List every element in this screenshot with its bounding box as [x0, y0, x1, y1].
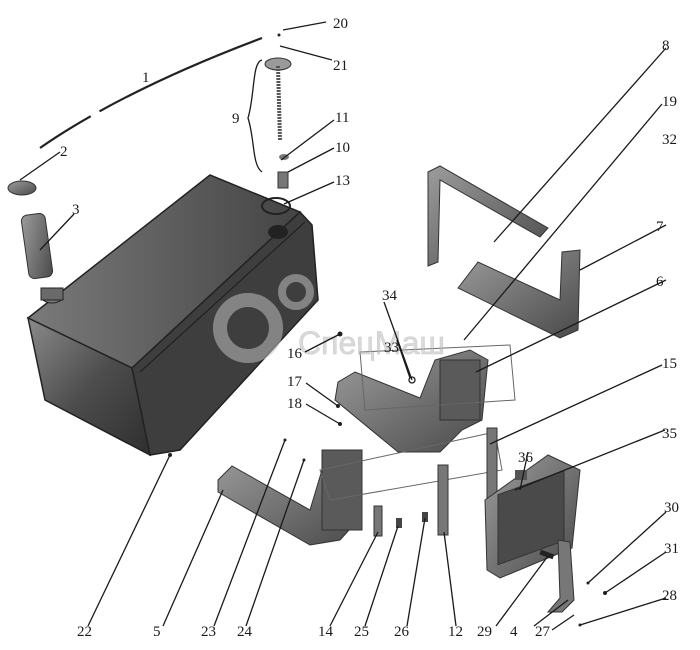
- washer-part-33: [408, 376, 416, 384]
- callout-3: 3: [72, 202, 80, 218]
- filter-tube-part: [20, 212, 54, 280]
- mounting-strap-top: [427, 165, 549, 267]
- callout-36: 36: [518, 450, 534, 466]
- callout-labels: 1 2 3 4 5 6 7 8 9 10 11 12 13 14 15 16 1…: [60, 16, 679, 640]
- callout-19: 19: [662, 94, 677, 110]
- callout-28: 28: [662, 588, 677, 604]
- flange-ring-part: [261, 197, 291, 215]
- callout-9: 9: [232, 111, 240, 127]
- fuel-level-sender: [247, 33, 292, 189]
- plate-part-15: [486, 427, 498, 499]
- bolt-part-25: [396, 518, 402, 528]
- callout-34: 34: [382, 288, 398, 304]
- leader-lines: [19, 21, 667, 631]
- callout-33: 33: [384, 340, 399, 356]
- callout-15: 15: [662, 356, 677, 372]
- plate-part-14: [373, 505, 383, 537]
- box-part-35: [484, 454, 581, 579]
- callout-18: 18: [287, 396, 302, 412]
- cap-part: [7, 180, 37, 196]
- callout-21: 21: [333, 58, 348, 74]
- callout-8: 8: [662, 38, 670, 54]
- callout-29: 29: [477, 624, 492, 640]
- callout-25: 25: [354, 624, 369, 640]
- mounting-strap-bottom: [457, 249, 581, 339]
- callout-22: 22: [77, 624, 92, 640]
- callout-27: 27: [535, 624, 551, 640]
- callout-11: 11: [335, 110, 349, 126]
- callout-32: 32: [662, 132, 677, 148]
- callout-1: 1: [142, 70, 150, 86]
- callout-10: 10: [335, 140, 350, 156]
- callout-35: 35: [662, 426, 677, 442]
- watermark-text: СпецМаш: [298, 325, 445, 361]
- callout-23: 23: [201, 624, 216, 640]
- plate-part-12: [437, 464, 449, 536]
- callout-14: 14: [318, 624, 334, 640]
- callout-6: 6: [656, 274, 664, 290]
- bracket-part-4: [546, 539, 575, 613]
- callout-20: 20: [333, 16, 348, 32]
- callout-26: 26: [394, 624, 410, 640]
- callout-7: 7: [656, 219, 664, 235]
- callout-4: 4: [510, 624, 518, 640]
- callout-5: 5: [153, 624, 161, 640]
- callout-13: 13: [335, 173, 350, 189]
- callout-16: 16: [287, 346, 303, 362]
- callout-12: 12: [448, 624, 463, 640]
- callout-30: 30: [664, 500, 679, 516]
- callout-2: 2: [60, 144, 68, 160]
- bolt-part-26: [422, 512, 428, 522]
- callout-17: 17: [287, 374, 303, 390]
- bolt-part-29: [539, 549, 555, 560]
- bracket-front: [217, 431, 503, 546]
- callout-31: 31: [664, 541, 679, 557]
- callout-24: 24: [237, 624, 253, 640]
- hose-part: [39, 36, 263, 149]
- bracket-rear: [334, 344, 516, 453]
